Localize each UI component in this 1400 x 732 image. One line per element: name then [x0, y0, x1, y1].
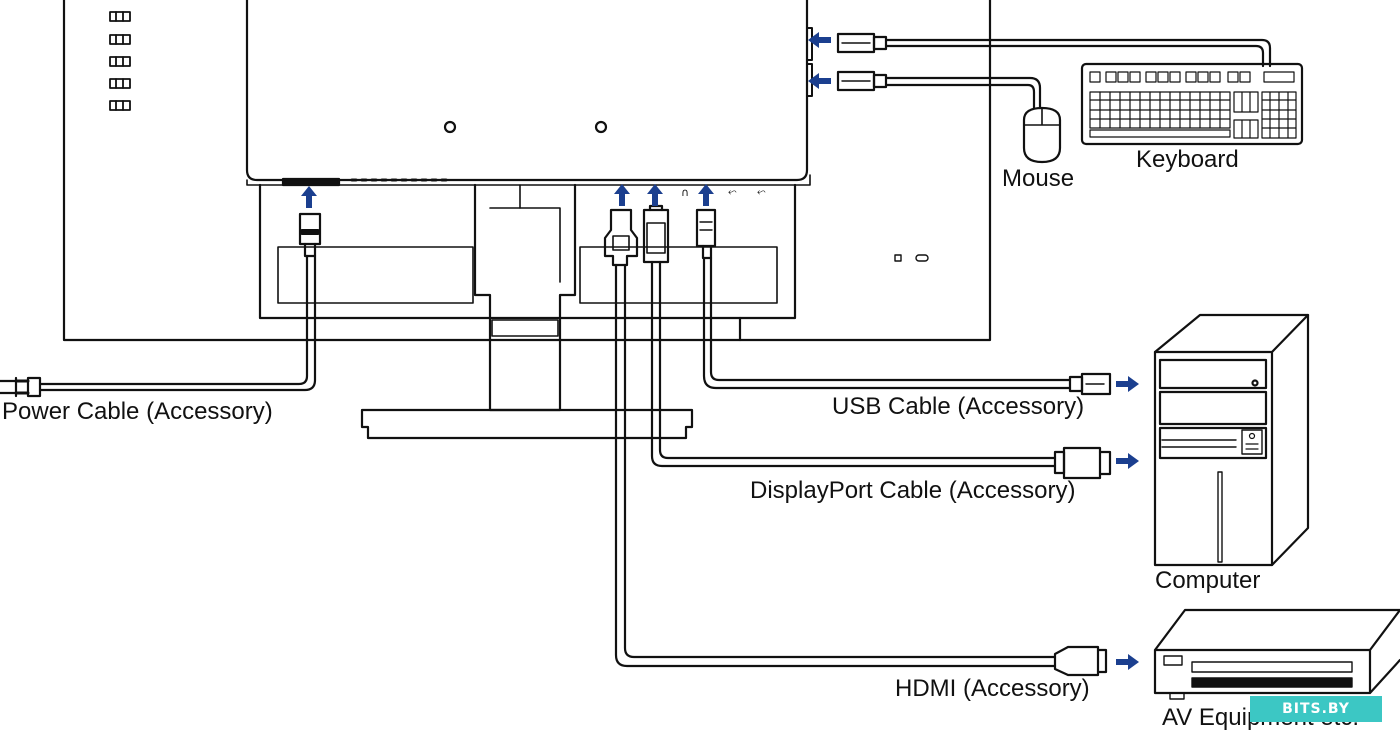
arrow-hdmi-av	[1116, 654, 1139, 670]
power-cable	[0, 212, 322, 398]
keyboard-cable	[836, 32, 1272, 68]
svg-text:∩: ∩	[681, 186, 689, 199]
arrow-usb-upstream	[698, 184, 714, 206]
watermark-badge: BITS.BY	[1250, 696, 1382, 722]
svg-text:⬿: ⬿	[757, 185, 766, 198]
mouse-device	[1022, 106, 1062, 164]
displayport-cable	[642, 204, 1112, 480]
svg-text:⬿: ⬿	[728, 185, 737, 198]
computer-tower	[1153, 313, 1310, 567]
usb-cable	[695, 208, 1112, 396]
mouse-label: Mouse	[1002, 165, 1075, 192]
usb-cable-label: USB Cable (Accessory)	[832, 393, 1085, 420]
av-equipment-device	[1153, 608, 1400, 700]
computer-label: Computer	[1155, 567, 1261, 594]
arrow-dp-computer	[1116, 453, 1139, 469]
arrow-hdmi	[614, 184, 630, 206]
hdmi-cable	[603, 208, 1108, 677]
monitor-control-buttons	[109, 11, 131, 111]
displayport-cable-label: DisplayPort Cable (Accessory)	[750, 477, 1076, 504]
connection-arrows	[301, 32, 1139, 670]
keyboard-device	[1080, 62, 1304, 146]
arrow-displayport	[647, 184, 663, 206]
mouse-cable	[836, 70, 1042, 110]
keyboard-label: Keyboard	[1136, 146, 1239, 173]
power-cable-label: Power Cable (Accessory)	[2, 398, 273, 425]
arrow-power	[301, 186, 317, 208]
arrow-usb-computer	[1116, 376, 1139, 392]
hdmi-label: HDMI (Accessory)	[895, 675, 1090, 702]
monitor-back: ∩ ⬿ ⬿	[62, 0, 992, 440]
